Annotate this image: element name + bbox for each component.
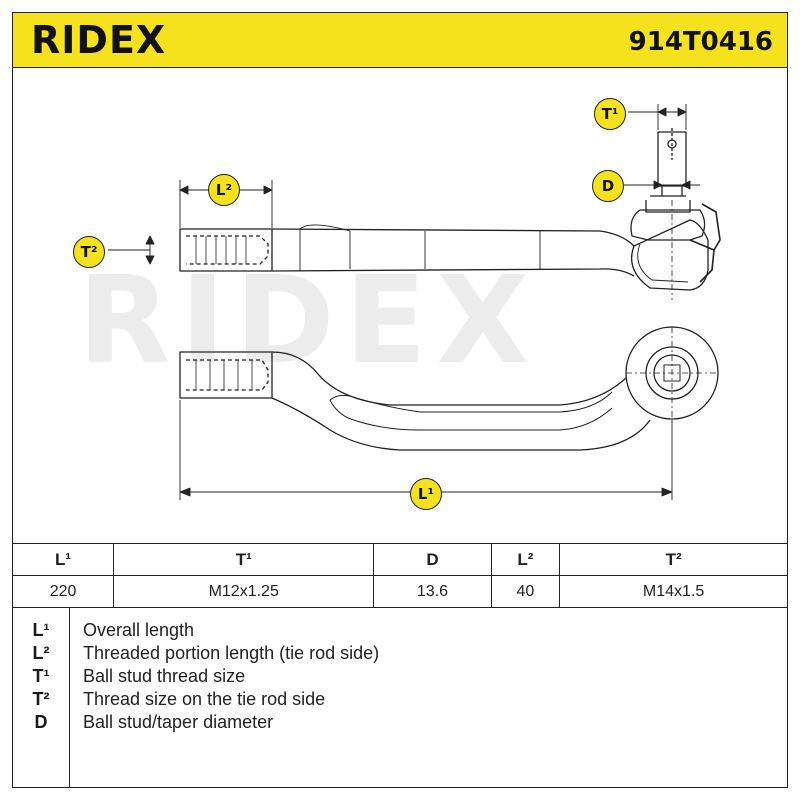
dim-label-t2: T² xyxy=(73,236,105,268)
dim-label-l1: L¹ xyxy=(410,478,442,510)
brand-logo: RIDEX xyxy=(31,18,167,62)
legend-description: Overall length xyxy=(83,620,195,640)
spec-value-d: 13.6 xyxy=(373,575,492,608)
spec-value-l1: 220 xyxy=(11,575,115,608)
tie-rod-end-side-view xyxy=(179,326,719,451)
legend-code: L¹ xyxy=(32,620,50,640)
spec-table: L¹ T¹ D L² T² 220 M12x1.25 13.6 40 M14x1… xyxy=(11,543,788,608)
spec-header-l2: L² xyxy=(490,543,561,576)
header-bar: RIDEX 914T0416 xyxy=(12,12,788,68)
spec-header-d: D xyxy=(373,543,492,576)
spec-header-row: L¹ T¹ D L² T² xyxy=(11,543,788,576)
technical-drawing xyxy=(108,104,721,500)
legend-item: L² Threaded portion length (tie rod side… xyxy=(13,642,789,664)
legend-item: T² Thread size on the tie rod side xyxy=(13,688,789,710)
dimension-lines xyxy=(108,104,700,500)
spec-header-t1: T¹ xyxy=(113,543,375,576)
spec-value-row: 220 M12x1.25 13.6 40 M14x1.5 xyxy=(11,575,788,608)
dim-label-d: D xyxy=(592,170,624,202)
spec-header-t2: T² xyxy=(559,543,788,576)
legend-divider xyxy=(69,607,70,787)
spec-value-t2: M14x1.5 xyxy=(559,575,788,608)
legend-description: Threaded portion length (tie rod side) xyxy=(83,643,380,663)
legend-item: T¹ Ball stud thread size xyxy=(13,665,789,687)
legend-code: L² xyxy=(32,643,50,663)
legend-item: D Ball stud/taper diameter xyxy=(13,711,789,733)
spec-value-l2: 40 xyxy=(490,575,561,608)
legend-description: Ball stud/taper diameter xyxy=(83,712,274,732)
legend-description: Thread size on the tie rod side xyxy=(83,689,326,709)
legend-item: L¹ Overall length xyxy=(13,619,789,641)
legend-description: Ball stud thread size xyxy=(83,666,246,686)
legend-code: T¹ xyxy=(32,666,50,686)
part-number: 914T0416 xyxy=(628,27,773,57)
legend-code: D xyxy=(34,712,48,732)
tie-rod-end-top-view xyxy=(179,128,721,300)
drawing-frame xyxy=(12,68,788,543)
spec-value-t1: M12x1.25 xyxy=(113,575,375,608)
legend-panel: L¹ Overall length L² Threaded portion le… xyxy=(12,607,788,788)
dim-label-l2: L² xyxy=(208,174,240,206)
dim-label-t1: T¹ xyxy=(594,98,626,130)
spec-header-l1: L¹ xyxy=(11,543,115,576)
legend-code: T² xyxy=(32,689,50,709)
